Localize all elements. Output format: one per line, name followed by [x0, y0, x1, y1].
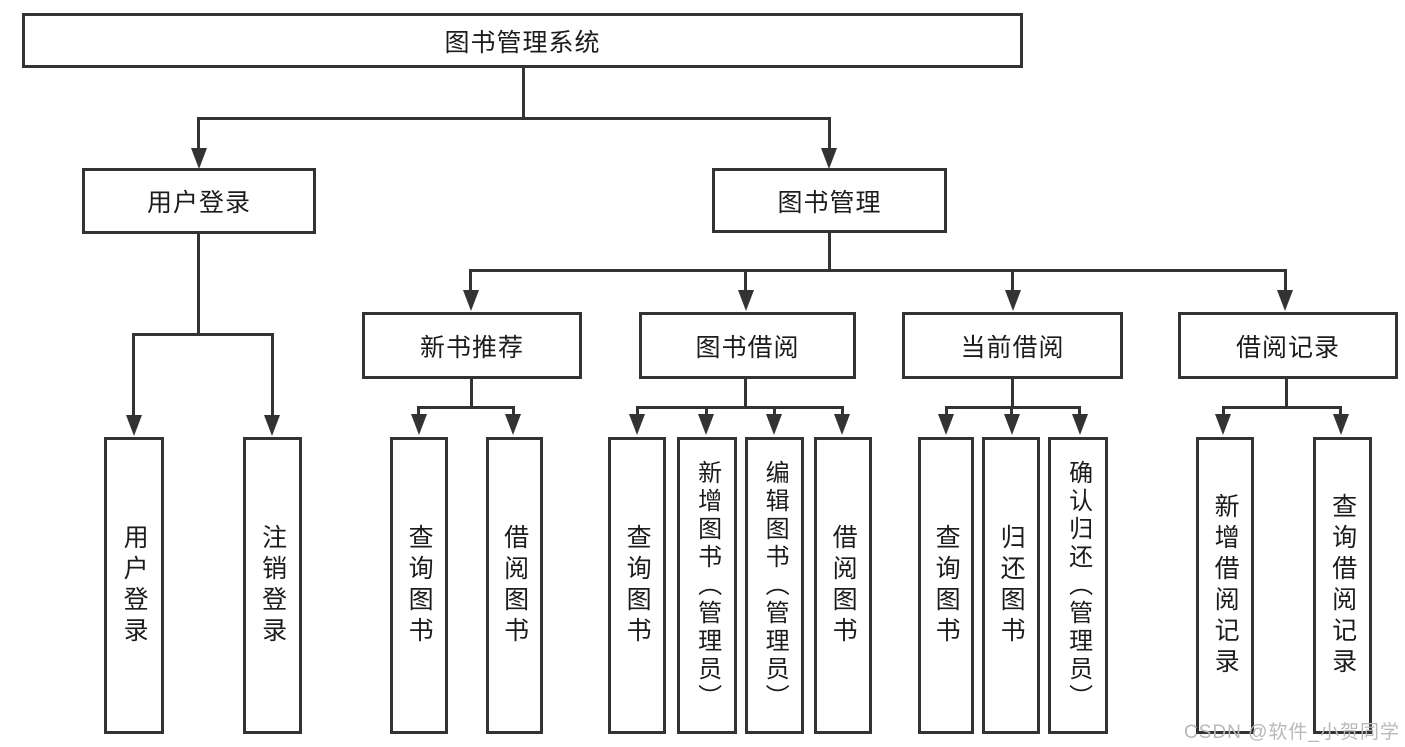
- connector-arrow: [463, 290, 479, 311]
- connector-line: [1011, 379, 1014, 409]
- connector-arrow: [834, 414, 850, 435]
- node-label: 用户登录: [120, 523, 149, 648]
- connector-line: [744, 269, 747, 292]
- connector-arrow: [191, 148, 207, 169]
- connector-line: [1222, 406, 1342, 409]
- node-label: 确认归还（管理员）: [1064, 459, 1092, 712]
- connector-line: [744, 379, 747, 409]
- connector-line: [522, 68, 525, 120]
- connector-line: [469, 269, 1287, 272]
- node-label: 查询图书: [623, 523, 652, 648]
- connector-line: [828, 117, 831, 151]
- connector-line: [417, 406, 420, 416]
- node-label: 新增图书（管理员）: [693, 459, 721, 712]
- connector-line: [1284, 269, 1287, 292]
- node-label: 查询图书: [932, 523, 961, 648]
- node-label: 注销登录: [258, 523, 287, 648]
- connector-arrow: [629, 414, 645, 435]
- leaf-borrow-books-2: 借阅图书: [814, 437, 872, 734]
- connector-line: [705, 406, 708, 416]
- csdn-watermark: CSDN @软件_小贺同学: [1184, 722, 1400, 743]
- connector-line: [1222, 406, 1225, 416]
- connector-arrow: [1333, 414, 1349, 435]
- leaf-edit-books-admin: 编辑图书（管理员）: [745, 437, 804, 734]
- connector-line: [636, 406, 639, 416]
- connector-arrow: [1215, 414, 1231, 435]
- connector-line: [470, 379, 473, 409]
- connector-line: [945, 406, 948, 416]
- connector-line: [773, 406, 776, 416]
- node-label: 图书借阅: [695, 333, 800, 362]
- leaf-confirm-return-admin: 确认归还（管理员）: [1048, 437, 1108, 734]
- connector-arrow: [938, 414, 954, 435]
- connector-arrow: [411, 414, 427, 435]
- node-book-borrowing: 图书借阅: [639, 312, 856, 379]
- node-label: 借阅记录: [1235, 333, 1340, 362]
- node-label: 借阅图书: [829, 523, 858, 648]
- node-label: 图书管理系统: [444, 28, 601, 57]
- node-label: 查询图书: [405, 523, 434, 648]
- connector-line: [271, 333, 274, 417]
- node-root-library-system: 图书管理系统: [22, 13, 1023, 68]
- connector-line: [132, 333, 135, 417]
- node-new-book-recommend: 新书推荐: [362, 312, 582, 379]
- connector-line: [132, 333, 274, 336]
- connector-arrow: [1005, 290, 1021, 311]
- connector-line: [197, 117, 831, 120]
- connector-arrow: [264, 415, 280, 436]
- node-label: 图书管理: [777, 188, 882, 217]
- connector-line: [841, 406, 844, 416]
- connector-line: [1011, 269, 1014, 292]
- connector-line: [417, 406, 515, 409]
- connector-arrow: [698, 414, 714, 435]
- connector-line: [469, 269, 472, 292]
- connector-line: [828, 232, 831, 272]
- connector-arrow: [505, 414, 521, 435]
- connector-arrow: [738, 290, 754, 311]
- connector-arrow: [1072, 414, 1088, 435]
- connector-line: [512, 406, 515, 416]
- connector-line: [945, 406, 1081, 409]
- leaf-logout: 注销登录: [243, 437, 302, 734]
- leaf-query-books-1: 查询图书: [390, 437, 448, 734]
- connector-arrow: [1004, 414, 1020, 435]
- connector-line: [1078, 406, 1081, 416]
- node-label: 新增借阅记录: [1211, 492, 1240, 679]
- node-label: 编辑图书（管理员）: [761, 459, 789, 712]
- node-label: 借阅图书: [500, 523, 529, 648]
- node-label: 归还图书: [997, 523, 1026, 648]
- node-label: 当前借阅: [960, 333, 1065, 362]
- leaf-add-borrow-record: 新增借阅记录: [1196, 437, 1254, 734]
- leaf-borrow-books-1: 借阅图书: [486, 437, 543, 734]
- connector-arrow: [821, 148, 837, 169]
- leaf-query-borrow-record: 查询借阅记录: [1313, 437, 1372, 734]
- node-label: 用户登录: [146, 189, 251, 217]
- connector-arrow: [126, 415, 142, 436]
- connector-line: [636, 406, 844, 409]
- node-borrowing-records: 借阅记录: [1178, 312, 1398, 379]
- node-label: 新书推荐: [419, 333, 524, 362]
- node-current-borrowing: 当前借阅: [902, 312, 1123, 379]
- leaf-return-books: 归还图书: [982, 437, 1040, 734]
- leaf-query-books-3: 查询图书: [918, 437, 974, 734]
- connector-line: [1010, 406, 1013, 416]
- leaf-query-books-2: 查询图书: [608, 437, 666, 734]
- connector-arrow: [1277, 290, 1293, 311]
- connector-arrow: [766, 414, 782, 435]
- connector-line: [1285, 379, 1288, 409]
- connector-line: [197, 233, 200, 336]
- node-book-management: 图书管理: [712, 168, 947, 233]
- node-label: 查询借阅记录: [1328, 492, 1357, 679]
- leaf-user-login: 用户登录: [104, 437, 164, 734]
- leaf-add-books-admin: 新增图书（管理员）: [677, 437, 737, 734]
- node-user-login: 用户登录: [82, 168, 316, 234]
- connector-line: [197, 117, 200, 151]
- connector-line: [1339, 406, 1342, 416]
